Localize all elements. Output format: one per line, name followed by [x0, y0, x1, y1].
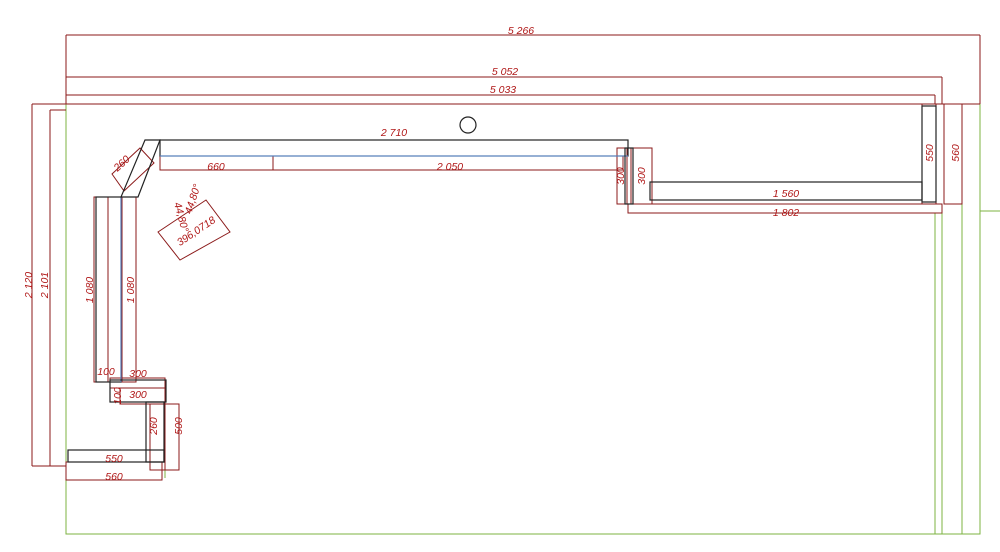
label-right-end-outer: 560 [950, 144, 962, 162]
dim-right-lower [627, 203, 943, 214]
label-overall-width-mid: 5 052 [492, 66, 518, 78]
label-right-counter: 1 560 [773, 188, 799, 200]
step-counter [624, 147, 634, 205]
label-top-counter: 2 710 [380, 127, 407, 139]
label-bottom-leg-vertical: 260 [148, 417, 160, 436]
label-jog-lower-a: 100 [112, 387, 124, 405]
label-jog-lower-b: 300 [129, 389, 147, 401]
room-outline [65, 103, 981, 535]
dim-corner-diagonal [111, 147, 155, 192]
dim-step-left [616, 147, 628, 205]
label-jog-upper-b: 300 [129, 368, 147, 380]
label-right-lower: 1 802 [773, 207, 799, 219]
label-bottom-leg-depth: 500 [173, 417, 185, 435]
dimension-frames [31, 34, 981, 481]
label-bottom-counter-outer: 560 [105, 471, 123, 483]
label-bottom-counter-inner: 550 [105, 453, 123, 465]
dim-jog-lower [119, 387, 166, 405]
dim-bottom-leg-depth [164, 403, 180, 471]
dim-bottom-leg [149, 403, 166, 471]
label-overall-width-inner: 5 033 [490, 84, 516, 96]
jog-counter [109, 379, 167, 403]
counters [67, 105, 937, 463]
dim-angle-box [157, 199, 231, 261]
label-jog-upper-a: 100 [97, 366, 115, 378]
top-counter [159, 139, 629, 157]
label-top-segment-left: 660 [207, 161, 225, 173]
label-top-segment-right: 2 050 [436, 161, 463, 173]
dim-right-end-outer [943, 103, 963, 205]
label-right-end-inner: 550 [924, 144, 936, 162]
sink-circle [459, 116, 477, 134]
label-left-run-outer: 1 080 [84, 277, 96, 303]
label-overall-width-outer: 5 266 [508, 25, 534, 37]
right-end-counter [921, 105, 937, 203]
label-step-left: 300 [615, 167, 627, 185]
label-left-height-outer: 2 120 [23, 272, 35, 299]
label-step-right: 300 [636, 167, 648, 185]
room-walls [65, 103, 1000, 535]
label-left-run-inner: 1 080 [125, 277, 137, 303]
corner-counter [120, 139, 161, 198]
label-left-height-inner: 2 101 [39, 272, 51, 299]
bottom-counter [67, 449, 165, 463]
